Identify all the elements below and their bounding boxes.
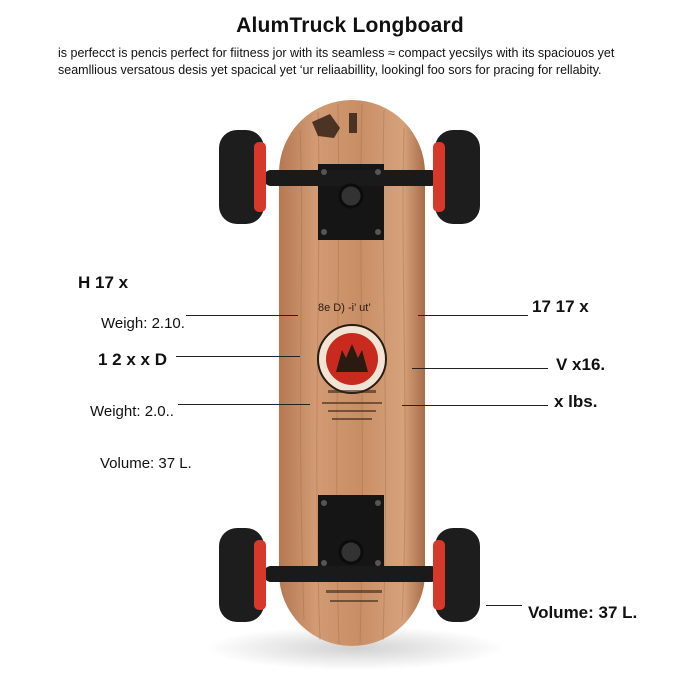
right-leader-1 [418, 315, 528, 316]
left-leader-3 [176, 356, 300, 357]
deck-fine-print [322, 390, 382, 602]
left-label-4: Weight: 2.0.. [90, 403, 174, 420]
bottom-kingpin [338, 539, 364, 565]
left-label-2: Weigh: 2.10. [101, 315, 185, 332]
bottom-right-wheel [433, 528, 480, 622]
top-right-wheel [433, 130, 480, 224]
bottom-axle [264, 566, 438, 582]
description-line-2: seamllious versatous desis yet spacical … [58, 63, 602, 77]
top-print-icon [312, 113, 357, 138]
bottom-left-wheel [219, 528, 266, 622]
deck-print-text: 8e D) -i’ ut’ [318, 302, 371, 314]
left-label-5: Volume: 37 L. [100, 455, 192, 472]
right-leader-4 [486, 605, 522, 606]
left-leader-2 [186, 315, 298, 316]
top-left-wheel [219, 130, 266, 224]
top-axle [264, 170, 438, 186]
description-line-1: is perfecct is pencis perfect for fiitne… [58, 46, 615, 60]
right-label-2: V x16. [556, 355, 606, 374]
right-label-4: Volume: 37 L. [528, 603, 638, 622]
right-leader-3 [402, 405, 548, 406]
left-label-1: H 17 x [78, 273, 129, 292]
right-label-1: 17 17 x [532, 297, 589, 316]
left-label-3: 1 2 x x D [98, 350, 167, 369]
right-leader-2 [412, 368, 548, 369]
page-title: AlumTruck Longboard [236, 14, 464, 37]
right-label-3: x lbs. [554, 392, 598, 411]
center-logo-icon [317, 324, 387, 394]
left-leader-4 [178, 404, 310, 405]
top-kingpin [338, 183, 364, 209]
board-shadow [205, 626, 505, 670]
